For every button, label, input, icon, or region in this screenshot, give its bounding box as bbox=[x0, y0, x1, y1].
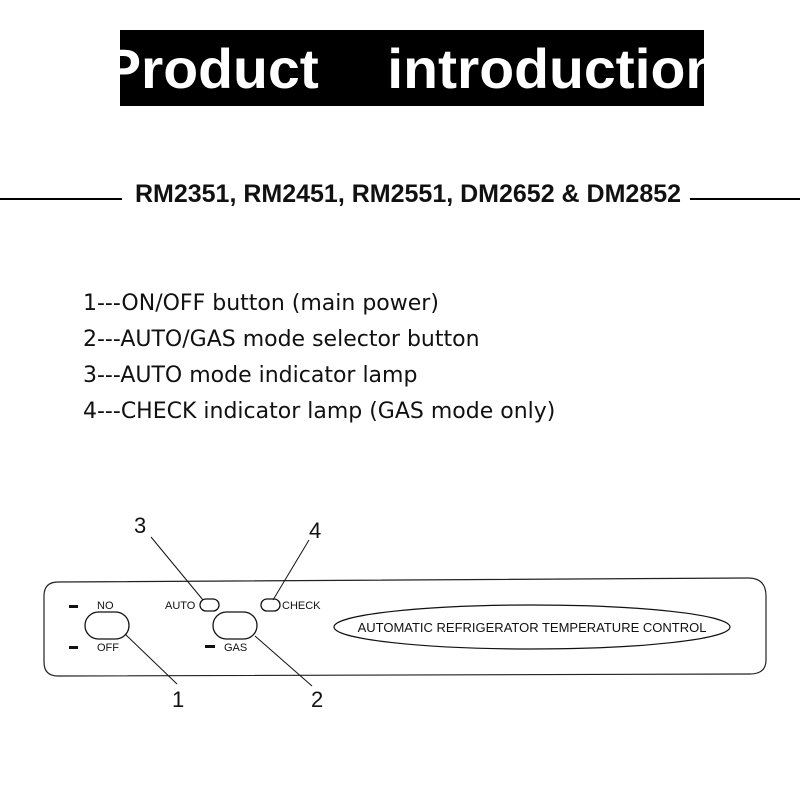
no-marker bbox=[69, 605, 78, 608]
title-banner: Product introduction bbox=[103, 30, 721, 106]
callout-number-2: 2 bbox=[311, 687, 323, 712]
legend-item-3: 3---AUTO mode indicator lamp bbox=[83, 363, 418, 388]
auto-indicator-lamp bbox=[199, 598, 220, 612]
callout-line-3 bbox=[150, 536, 204, 601]
off-marker bbox=[69, 646, 78, 649]
callout-line-1 bbox=[124, 633, 178, 685]
control-panel-diagram: NO OFF AUTO GAS CHECK AUTOMATIC REFRIGER… bbox=[43, 513, 767, 712]
callout-number-3: 3 bbox=[134, 513, 146, 538]
legend-list: 1---ON/OFF button (main power) 2---AUTO/… bbox=[83, 286, 555, 430]
gas-marker bbox=[205, 645, 215, 648]
callout-line-4 bbox=[272, 539, 310, 601]
model-divider-left bbox=[0, 198, 122, 200]
model-list: RM2351, RM2451, RM2551, DM2652 & DM2852 bbox=[134, 180, 682, 208]
callout-line-2 bbox=[254, 635, 313, 687]
legend-item-1: 1---ON/OFF button (main power) bbox=[83, 291, 439, 316]
onoff-button[interactable] bbox=[84, 611, 130, 640]
legend-item-4: 4---CHECK indicator lamp (GAS mode only) bbox=[83, 399, 556, 424]
display-text: AUTOMATIC REFRIGERATOR TEMPERATURE CONTR… bbox=[358, 620, 707, 635]
label-gas: GAS bbox=[224, 642, 247, 654]
display-oval bbox=[333, 604, 731, 650]
page-title: Product introduction bbox=[103, 36, 721, 100]
model-divider-right bbox=[690, 198, 800, 200]
label-check: CHECK bbox=[282, 600, 321, 612]
callout-number-1: 1 bbox=[172, 687, 184, 712]
legend-item-2: 2---AUTO/GAS mode selector button bbox=[83, 327, 480, 352]
check-indicator-lamp bbox=[260, 598, 281, 612]
label-no: NO bbox=[97, 600, 114, 612]
callout-number-4: 4 bbox=[309, 518, 321, 543]
label-off: OFF bbox=[97, 642, 119, 654]
label-auto: AUTO bbox=[165, 600, 196, 612]
auto-gas-button[interactable] bbox=[212, 611, 258, 640]
